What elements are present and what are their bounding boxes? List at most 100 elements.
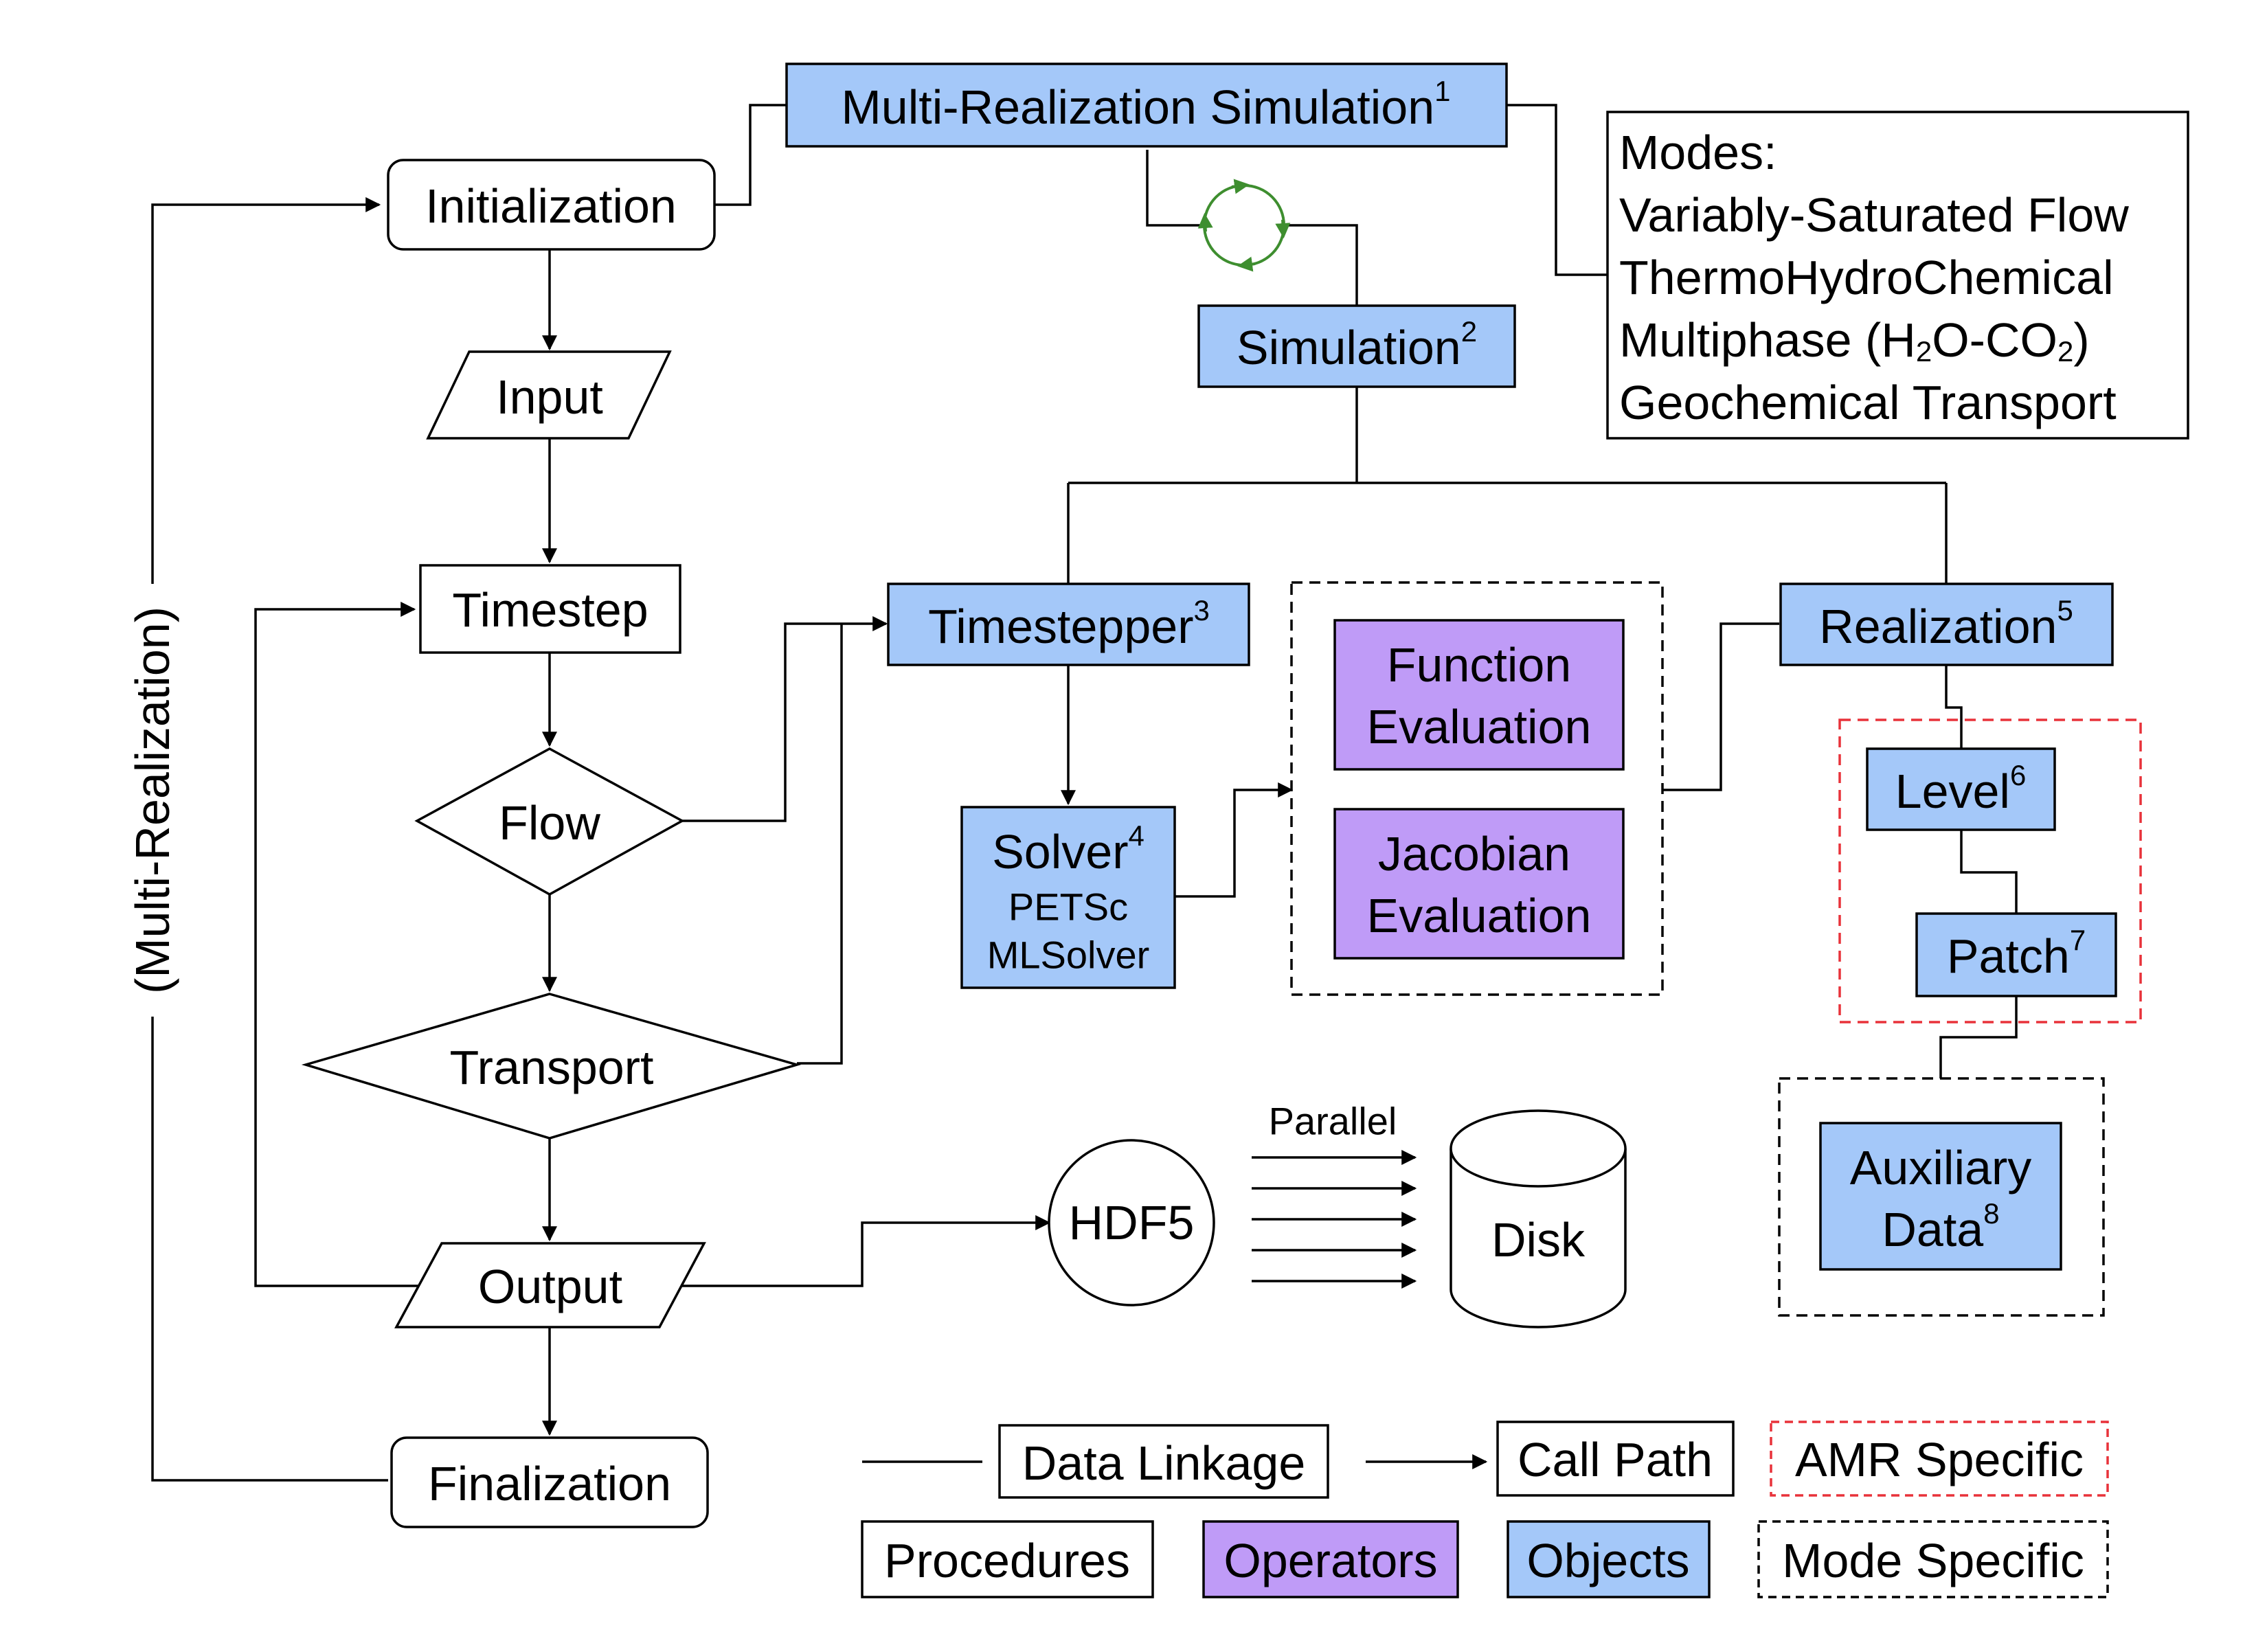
finalization-node: Finalization (390, 1436, 709, 1528)
input-node: Input (426, 350, 672, 440)
operators-mode-specific-region (1290, 581, 1664, 996)
disk-label: Disk (1491, 1213, 1586, 1267)
output-node: Output (394, 1242, 706, 1328)
simulation-label-text: Simulation (1237, 321, 1461, 374)
flow-to-timestepper-arrow (682, 616, 888, 822)
multi-realization-loop-line (151, 197, 388, 1482)
mrs-label-text: Multi-Realization Simulation (841, 80, 1434, 134)
auxiliary-label-line2: Data8 (1882, 1197, 1999, 1257)
mode-multiphase: Multiphase (H2O-CO2) (1619, 313, 2090, 367)
connectors (151, 104, 2018, 1482)
hdf5-node: HDF5 (1048, 1139, 1215, 1306)
auxiliary-sup: 8 (1983, 1197, 1999, 1230)
mrs-to-cycle-linkage (1146, 150, 1209, 227)
legend-data-linkage-label: Data Linkage (1022, 1436, 1306, 1490)
mode-variably-saturated-flow: Variably-Saturated Flow (1619, 188, 2129, 242)
mrs-to-modes-linkage (1507, 104, 1608, 276)
timestepper-label: Timestepper3 (928, 594, 1210, 654)
legend-mode-specific: Mode Specific (1757, 1520, 2109, 1598)
parallel-arrows (1252, 1150, 1417, 1289)
legend-mode-specific-label: Mode Specific (1782, 1534, 2084, 1587)
parallel-label: Parallel (1269, 1100, 1397, 1143)
timestepper-label-text: Timestepper (928, 600, 1193, 653)
legend-data-linkage: Data Linkage (998, 1424, 1329, 1499)
initialization-node: Initialization (387, 159, 716, 251)
auxiliary-label-line1: Auxiliary (1850, 1141, 2032, 1195)
legend-objects: Objects (1507, 1520, 1711, 1598)
solver-label: Solver4 (992, 819, 1144, 879)
auxiliary-line2-text: Data (1882, 1203, 1983, 1256)
legend-objects-label: Objects (1526, 1534, 1689, 1587)
jacobian-eval-line1: Jacobian (1378, 827, 1570, 881)
transport-decision-node: Transport (301, 993, 802, 1140)
legend-operators-label: Operators (1223, 1534, 1437, 1587)
operators: Function Evaluation Jacobian Evaluation (1290, 581, 1664, 996)
transport-to-timestepper-line (797, 624, 843, 1065)
level-to-patch-linkage (1960, 830, 2018, 914)
mp-suffix: ) (2073, 313, 2089, 367)
vertical-label-mask (127, 584, 178, 1017)
auxiliary-data-object: Auxiliary Data8 (1819, 1122, 2062, 1271)
realization-object: Realization5 (1779, 582, 2114, 666)
operators-to-realization-linkage (1662, 622, 1779, 791)
output-to-hdf5-arrow (673, 1215, 1051, 1287)
hdf5-label: HDF5 (1069, 1196, 1195, 1249)
output-to-timestep-loop (254, 602, 425, 1287)
mrs-sup: 1 (1434, 75, 1450, 107)
realization-sup: 5 (2057, 594, 2073, 626)
multi-realization-vertical-label: (Multi-Realization) (126, 607, 179, 994)
realization-label: Realization5 (1819, 594, 2073, 654)
solver-sup: 4 (1129, 819, 1144, 852)
patch-label: Patch7 (1947, 924, 2086, 984)
mode-geochemical-transport: Geochemical Transport (1619, 376, 2117, 429)
cycle-to-simulation-linkage (1278, 224, 1358, 306)
function-eval-line1: Function (1387, 638, 1571, 692)
cycle-icon (1197, 179, 1291, 272)
amr-specific-region (1838, 718, 2142, 1023)
patch-sup: 7 (2070, 924, 2086, 956)
mp-mid: O-CO (1932, 313, 2057, 367)
solver-mlsolver-label: MLSolver (987, 934, 1150, 977)
flowchart: Initialization Input Timestep Flow Trans… (301, 159, 802, 1528)
simulation-sup: 2 (1461, 315, 1477, 348)
modes-box: Modes: Variably-Saturated Flow ThermoHyd… (1606, 111, 2189, 440)
simulation-object: Simulation2 (1197, 304, 1516, 388)
output-label: Output (478, 1260, 622, 1313)
legend: Data Linkage Call Path AMR Specific Proc… (861, 1421, 2109, 1598)
solver-to-operators-arrow (1175, 782, 1294, 898)
solver-label-text: Solver (992, 825, 1128, 879)
finalization-label: Finalization (428, 1457, 671, 1510)
objects: Multi-Realization Simulation1 Simulation… (785, 63, 2142, 1317)
timestep-label: Timestep (452, 583, 648, 637)
init-to-mrs-linkage (714, 104, 787, 206)
function-evaluation-operator: Function Evaluation (1333, 619, 1625, 771)
function-eval-line2: Evaluation (1367, 700, 1592, 754)
initialization-label: Initialization (425, 179, 677, 233)
patch-label-text: Patch (1947, 929, 2070, 983)
mp-sub-co2: 2 (2057, 335, 2073, 367)
timestep-node: Timestep (419, 564, 681, 654)
legend-call-path: Call Path (1496, 1421, 1735, 1497)
legend-amr-specific-label: AMR Specific (1795, 1433, 2084, 1486)
simulation-branch-linkage (1067, 387, 1948, 584)
level-label: Level6 (1895, 759, 2027, 819)
patch-object: Patch7 (1915, 912, 2117, 997)
timestepper-sup: 3 (1194, 594, 1210, 626)
level-object: Level6 (1866, 747, 2056, 831)
input-label: Input (496, 370, 603, 424)
multi-realization-simulation-object: Multi-Realization Simulation1 (785, 63, 1508, 148)
auxiliary-mode-specific-region (1778, 1077, 2105, 1317)
legend-procedures-label: Procedures (884, 1534, 1130, 1587)
realization-to-level-linkage (1945, 665, 1963, 749)
multi-realization-simulation-label: Multi-Realization Simulation1 (841, 75, 1450, 135)
mp-prefix: Multiphase (H (1619, 313, 1916, 367)
legend-amr-specific: AMR Specific (1770, 1421, 2109, 1497)
io-section: HDF5 Parallel Disk (1048, 1100, 1627, 1328)
mode-thermohydrochemical: ThermoHydroChemical (1619, 251, 2114, 304)
flow-decision-node: Flow (414, 747, 685, 896)
solver-object: Solver4 PETSc MLSolver (960, 806, 1176, 989)
jacobian-eval-line2: Evaluation (1367, 889, 1592, 942)
legend-procedures: Procedures (861, 1520, 1154, 1598)
